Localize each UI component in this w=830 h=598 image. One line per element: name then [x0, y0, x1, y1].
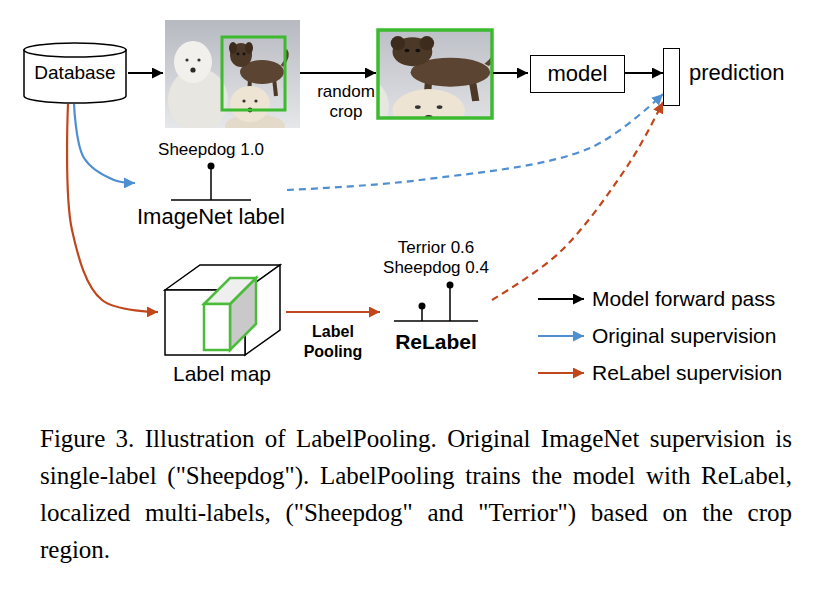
- stem: [210, 166, 212, 200]
- process-box: model: [530, 55, 625, 93]
- step-label: random crop: [314, 82, 378, 121]
- node-label: ReLabel: [395, 329, 477, 354]
- label-plot: Sheepdog 1.0ImageNet label: [135, 140, 287, 245]
- cube-shape: [160, 262, 285, 357]
- node-label: Database: [34, 42, 115, 85]
- stem: [449, 285, 451, 321]
- forward-arrow: [300, 72, 376, 74]
- cylinder-top: [24, 43, 126, 57]
- stem-dot: [419, 302, 426, 309]
- prediction-bar: [663, 48, 680, 106]
- figure-caption: Figure 3. Illustration of LabelPooling. …: [40, 420, 792, 568]
- database-cylinder: Database: [22, 42, 128, 104]
- forward-arrow: [493, 72, 528, 74]
- input-photo: [165, 20, 300, 128]
- node-label: prediction: [689, 48, 784, 86]
- crop-border: [378, 30, 492, 118]
- legend-sample: [538, 335, 584, 337]
- legend-label: ReLabel supervision: [592, 360, 782, 385]
- node-label: ImageNet label: [137, 204, 285, 230]
- node-label: model: [548, 61, 608, 87]
- edge-label: Label Pooling: [293, 322, 373, 362]
- connector: [492, 102, 663, 300]
- legend-label: Model forward pass: [592, 286, 775, 311]
- crop-prism-top: [204, 278, 256, 304]
- stem-dot: [447, 281, 454, 288]
- prediction-vector: prediction: [663, 48, 784, 106]
- axis: [394, 320, 478, 322]
- stem-plot: [394, 279, 478, 325]
- label-plot: Terrior 0.6Sheepdog 0.4ReLabel: [380, 238, 492, 386]
- axis: [171, 200, 251, 202]
- crop-prism-front: [204, 304, 230, 350]
- cropped-photo: [378, 30, 492, 118]
- legend-sample: [538, 372, 584, 374]
- node-label: Sheepdog 0.4: [383, 258, 489, 278]
- legend-label: Original supervision: [592, 323, 776, 348]
- node-label: Terrior 0.6: [398, 238, 475, 258]
- node-label: Sheepdog 1.0: [158, 140, 264, 160]
- crop-box: [222, 37, 285, 110]
- node-label: Label map: [173, 361, 271, 386]
- legend-sample: [538, 298, 584, 300]
- label-map: Label map: [158, 262, 286, 387]
- forward-arrow: [128, 72, 163, 74]
- connector: [74, 104, 135, 183]
- connector: [286, 311, 380, 313]
- stem-plot: [171, 160, 251, 202]
- connector: [625, 72, 663, 74]
- stem-dot: [208, 163, 215, 170]
